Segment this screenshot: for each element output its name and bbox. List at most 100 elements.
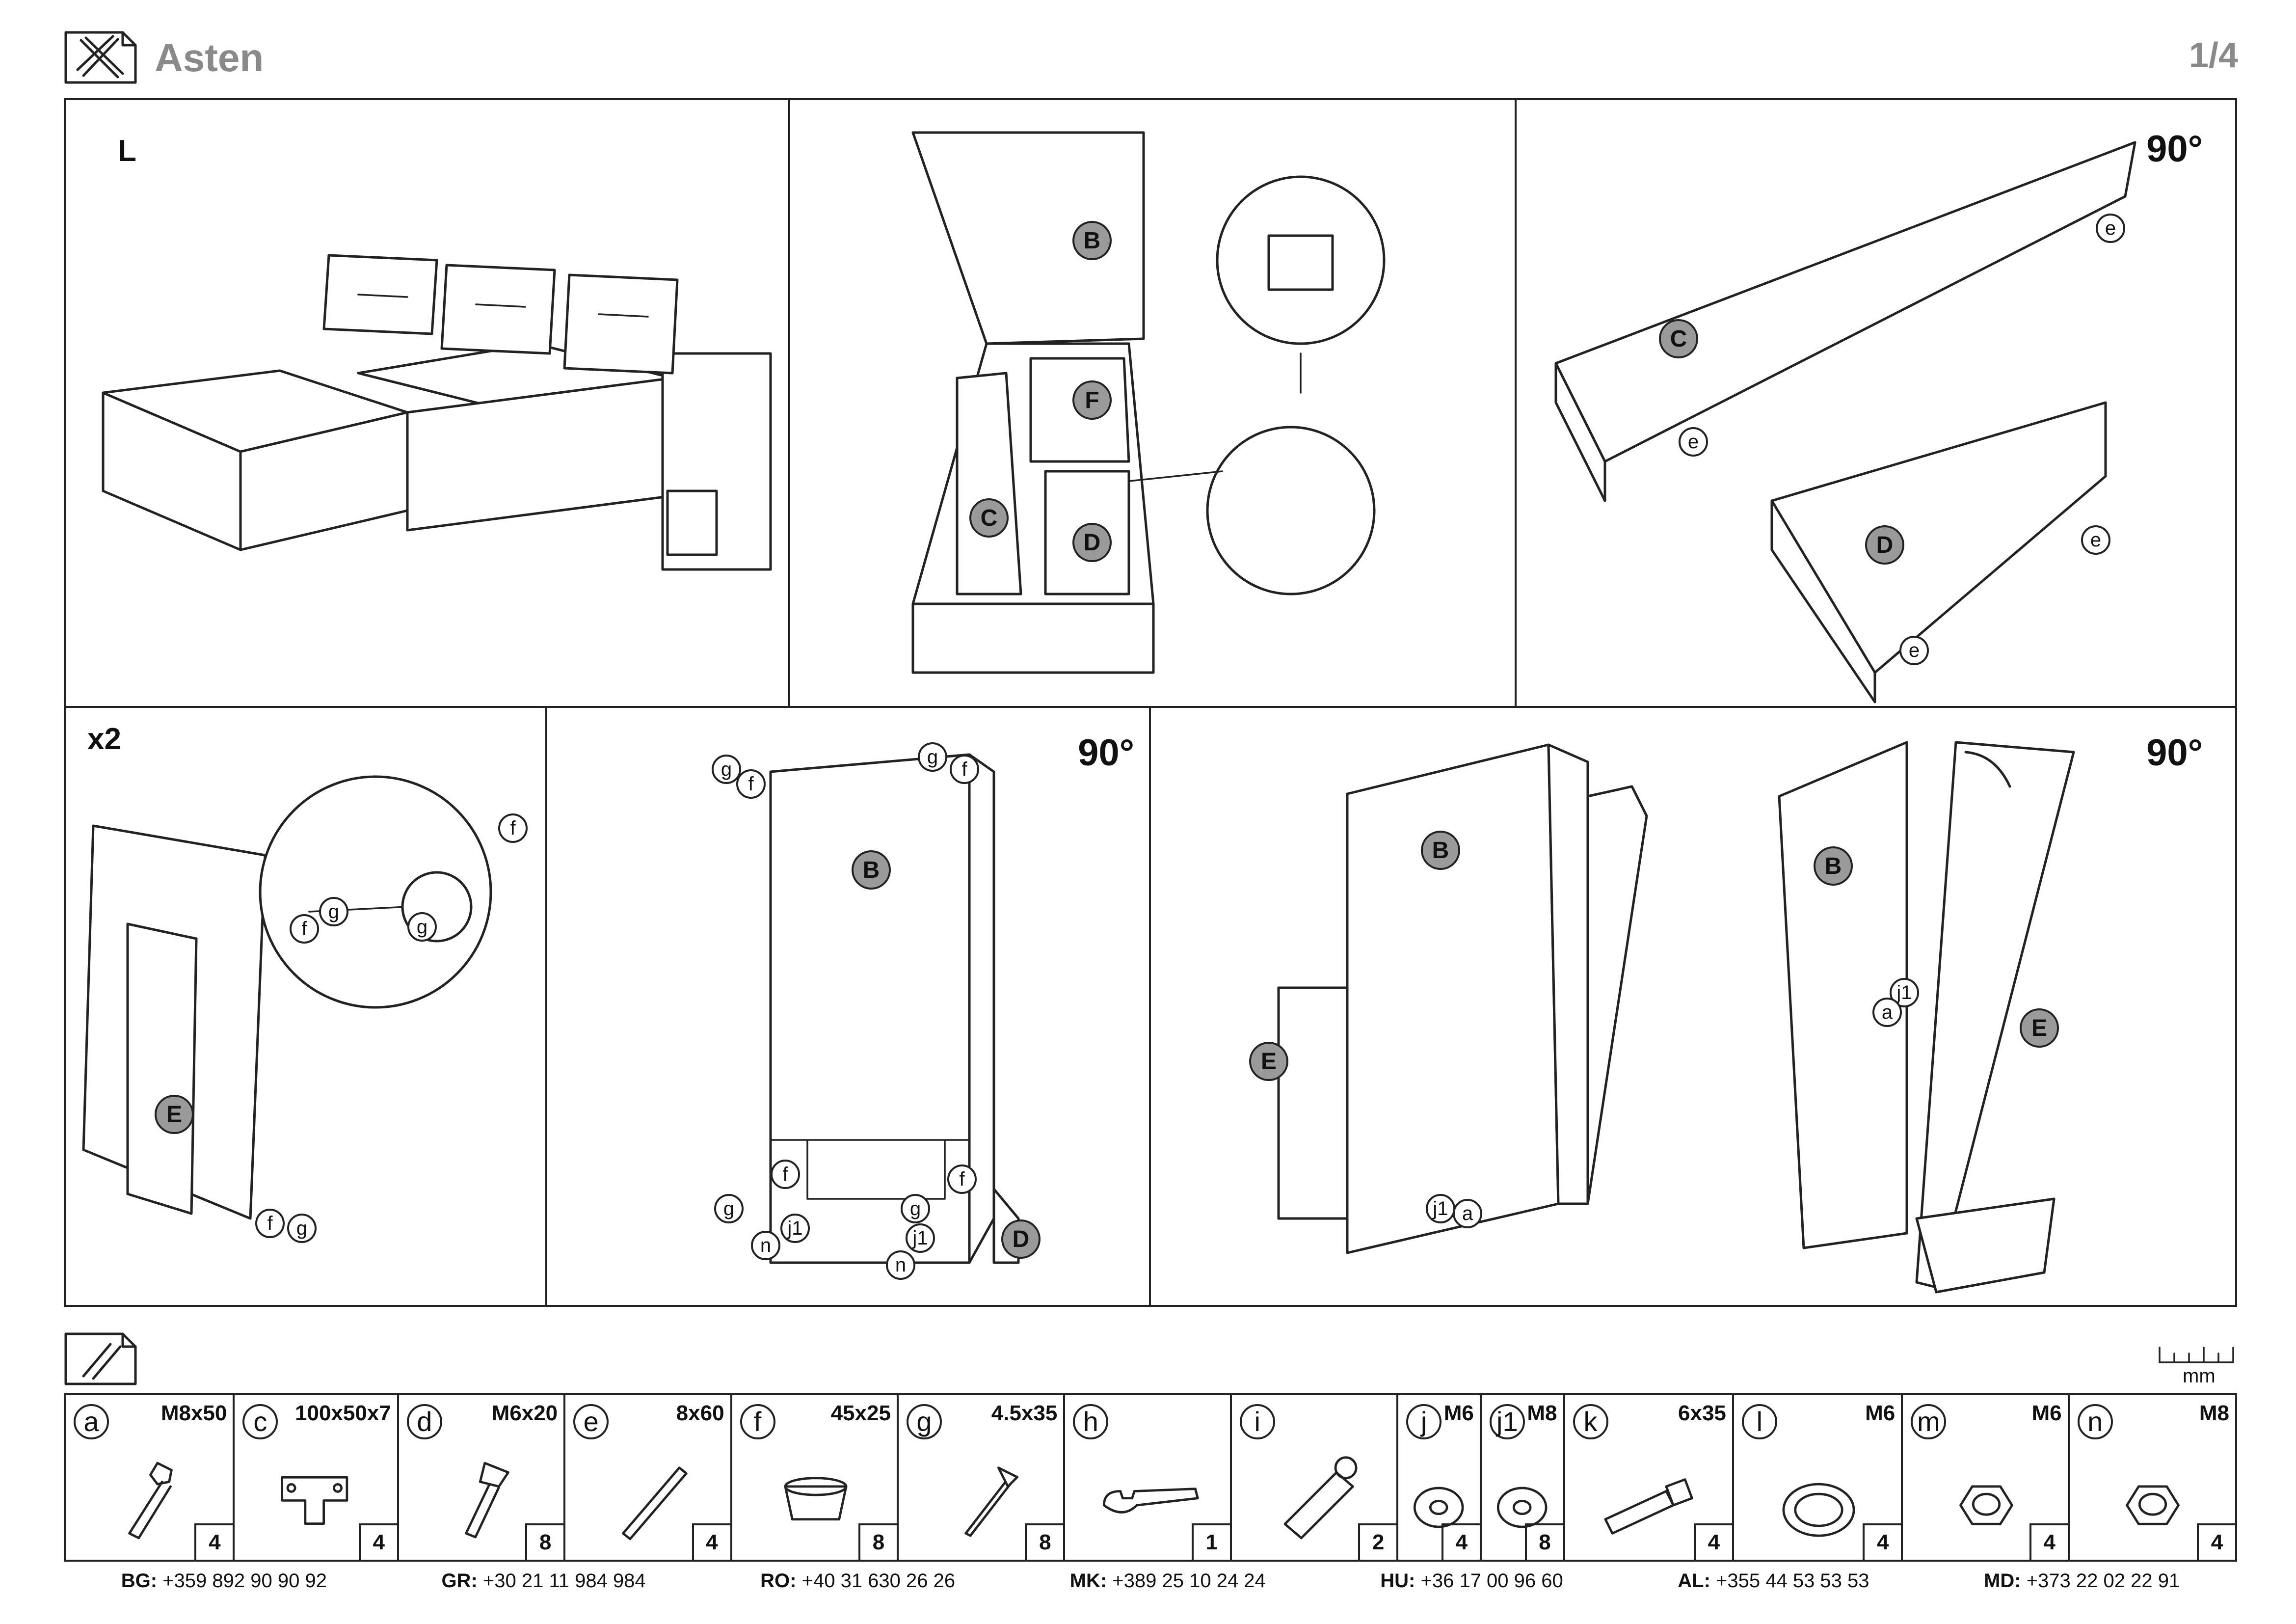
- hardware-spec: 45x25: [830, 1401, 891, 1425]
- dowel-icon: [622, 1466, 688, 1541]
- bolt-icon: [128, 1462, 173, 1540]
- hardware-spec: 100x50x7: [295, 1401, 391, 1425]
- hw-e-label: e: [2096, 214, 2125, 243]
- back-panel-illustration: [769, 753, 1020, 1264]
- hw-j1-label: j1: [780, 1214, 810, 1243]
- hardware-letter: j: [1406, 1404, 1442, 1439]
- hw-e-label: e: [1899, 636, 1929, 665]
- part-c-label: C: [1659, 319, 1698, 358]
- rotate-90-label: 90°: [1078, 732, 1134, 774]
- hardware-letter: k: [1573, 1404, 1608, 1439]
- hardware-spec: 4.5x35: [991, 1401, 1058, 1425]
- hw-f-label: f: [736, 769, 766, 799]
- hw-f-label: f: [498, 813, 528, 843]
- hardware-quantity: 4: [2197, 1523, 2236, 1560]
- washer-icon: [1413, 1487, 1464, 1528]
- hw-e-label: e: [2081, 525, 2110, 555]
- frame-assembly-illustration: [1277, 741, 2075, 1294]
- hardware-letter: d: [406, 1404, 442, 1439]
- contact-country-code: BG:: [121, 1570, 158, 1592]
- hardware-item-g: g 4.5x35 8: [899, 1395, 1066, 1560]
- part-b-label: B: [852, 850, 891, 890]
- part-b-label: B: [1072, 221, 1112, 260]
- contact-gr: GR: +30 21 11 984 984: [441, 1570, 645, 1592]
- hardware-quantity: 4: [194, 1523, 233, 1560]
- document-title: Asten: [155, 36, 264, 80]
- hardware-spec: M8: [2199, 1401, 2230, 1425]
- washer-icon: [1496, 1487, 1548, 1528]
- wood-screw-icon: [964, 1466, 1018, 1537]
- hw-e-label: e: [1679, 427, 1708, 457]
- contact-hu: HU: +36 17 00 96 60: [1380, 1570, 1563, 1592]
- hw-a-label: a: [1872, 998, 1902, 1027]
- hardware-quantity: 4: [2029, 1523, 2068, 1560]
- wrench-icon: [1103, 1488, 1199, 1514]
- part-d-label: D: [1865, 525, 1904, 565]
- hardware-item-a: a M8x50 4: [66, 1395, 235, 1560]
- part-f-label: F: [1072, 380, 1112, 420]
- hardware-letter: a: [74, 1404, 109, 1439]
- hw-g-label: g: [901, 1194, 930, 1223]
- part-d-label: D: [1072, 523, 1112, 562]
- hw-g-label: g: [407, 912, 437, 942]
- nut-icon: [1959, 1485, 2014, 1525]
- bracket-icon: [281, 1476, 348, 1525]
- hardware-quantity: 8: [525, 1523, 564, 1560]
- part-b-label: B: [1814, 846, 1853, 886]
- hardware-item-f: f 45x25 8: [732, 1395, 899, 1560]
- hw-g-label: g: [287, 1214, 317, 1243]
- part-e-label: E: [155, 1095, 194, 1134]
- hw-n-label: n: [886, 1250, 915, 1280]
- hw-f-label: f: [947, 1164, 977, 1194]
- hardware-quantity: 2: [1358, 1523, 1397, 1560]
- hw-f-label: f: [771, 1160, 800, 1189]
- hw-g-label: g: [319, 897, 348, 926]
- hardware-letter: g: [906, 1404, 942, 1439]
- contact-country-code: HU:: [1380, 1570, 1415, 1592]
- armrest-illustration: [82, 775, 492, 1220]
- part-d-label: D: [1001, 1219, 1041, 1259]
- contact-phone: +373 22 02 22 91: [2021, 1570, 2180, 1592]
- hardware-pack-icon: [64, 1332, 137, 1386]
- hw-j1-label: j1: [1890, 978, 1919, 1007]
- contact-phone: +30 21 11 984 984: [477, 1570, 646, 1592]
- part-e-label: E: [1249, 1042, 1288, 1081]
- hardware-quantity: 8: [858, 1523, 897, 1560]
- panels-cd-illustration: [1554, 141, 2136, 704]
- page-number: 1/4: [2189, 36, 2238, 75]
- hardware-quantity: 4: [1693, 1523, 1732, 1560]
- ruler-icon: mm: [2157, 1343, 2236, 1387]
- hw-f-label: f: [290, 914, 319, 944]
- hardware-letter: i: [1239, 1404, 1275, 1439]
- hardware-spec: M8: [1527, 1401, 1557, 1425]
- hardware-letter: f: [740, 1404, 775, 1439]
- hw-g-label: g: [714, 1194, 744, 1223]
- hardware-spec: 6x35: [1678, 1401, 1726, 1425]
- hardware-spec: M8x50: [160, 1401, 227, 1425]
- contact-country-code: MD:: [1984, 1570, 2021, 1592]
- panel-disassemble-cd: 90° C D e e e e: [1517, 98, 2237, 708]
- hardware-quantity: 8: [1025, 1523, 1064, 1560]
- hw-n-label: n: [751, 1231, 780, 1260]
- rotate-90-label: 90°: [2146, 732, 2203, 774]
- part-c-label: C: [969, 498, 1009, 538]
- contact-country-code: MK:: [1069, 1570, 1107, 1592]
- hardware-spec: M6: [1865, 1401, 1896, 1425]
- hw-f-label: f: [950, 755, 979, 784]
- hardware-spec: M6: [2031, 1401, 2062, 1425]
- hardware-spec: 8x60: [676, 1401, 724, 1425]
- part-b-label: B: [1421, 831, 1460, 870]
- hardware-quantity: 4: [358, 1523, 397, 1560]
- hardware-letter: e: [573, 1404, 609, 1439]
- hardware-spec: M6: [1443, 1401, 1474, 1425]
